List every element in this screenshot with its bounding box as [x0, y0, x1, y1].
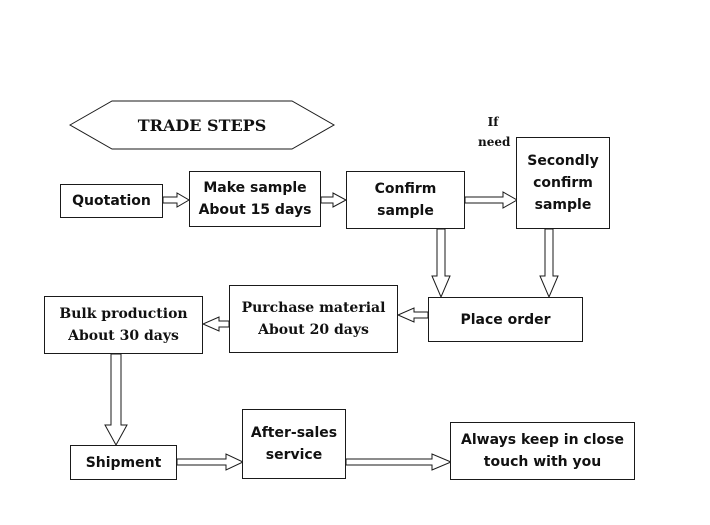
arrow-secondly-confirm-down-to-place-order: [539, 228, 559, 299]
step-label: Shipment: [85, 454, 162, 471]
step-label: Bulk production: [59, 306, 188, 322]
arrow-make-sample-to-confirm: [320, 192, 348, 208]
diagram-title: TRADE STEPS: [137, 115, 267, 135]
step-keep-in-touch: Always keep in close touch with you: [450, 422, 635, 480]
step-label: About 20 days: [258, 322, 369, 338]
step-label: service: [265, 447, 323, 463]
arrow-bulk-down-to-shipment: [104, 353, 128, 447]
note-line: If: [487, 115, 499, 129]
step-label: confirm: [533, 175, 593, 191]
step-confirm-sample: Confirm sample: [346, 171, 465, 229]
arrow-confirm-down-to-place-order: [431, 228, 451, 299]
step-place-order: Place order: [428, 297, 583, 342]
title-hexagon: [68, 100, 336, 150]
step-label: Confirm: [374, 181, 437, 197]
arrow-confirm-to-secondly-confirm: [464, 191, 519, 209]
step-label: After-sales: [250, 425, 338, 441]
arrow-quotation-to-make-sample: [162, 192, 190, 208]
step-label: Secondly: [527, 153, 599, 169]
step-bulk-production: Bulk production About 30 days: [44, 296, 203, 354]
step-purchase-material: Purchase material About 20 days: [229, 285, 398, 353]
step-label: Always keep in close: [461, 432, 624, 448]
step-label: sample: [377, 203, 434, 219]
arrow-purchase-to-bulk-production: [201, 316, 230, 332]
step-secondly-confirm-sample: Secondly confirm sample: [516, 137, 610, 229]
step-quotation: Quotation: [60, 184, 163, 218]
step-label: Place order: [460, 311, 551, 328]
step-shipment: Shipment: [70, 445, 177, 480]
note-line: need: [478, 135, 511, 149]
step-label: Quotation: [72, 193, 151, 209]
step-label: About 15 days: [198, 202, 312, 218]
step-after-sales-service: After-sales service: [242, 409, 346, 479]
arrow-after-sales-to-keep-touch: [345, 453, 453, 471]
step-label: About 30 days: [68, 328, 179, 344]
step-label: Purchase material: [241, 300, 386, 316]
if-need-note: If need: [478, 112, 511, 152]
step-make-sample: Make sample About 15 days: [189, 171, 321, 227]
arrow-shipment-to-after-sales: [176, 453, 245, 471]
arrow-place-order-to-purchase: [396, 307, 429, 323]
step-label: touch with you: [483, 454, 602, 470]
step-label: Make sample: [203, 180, 307, 196]
step-label: sample: [534, 197, 592, 213]
